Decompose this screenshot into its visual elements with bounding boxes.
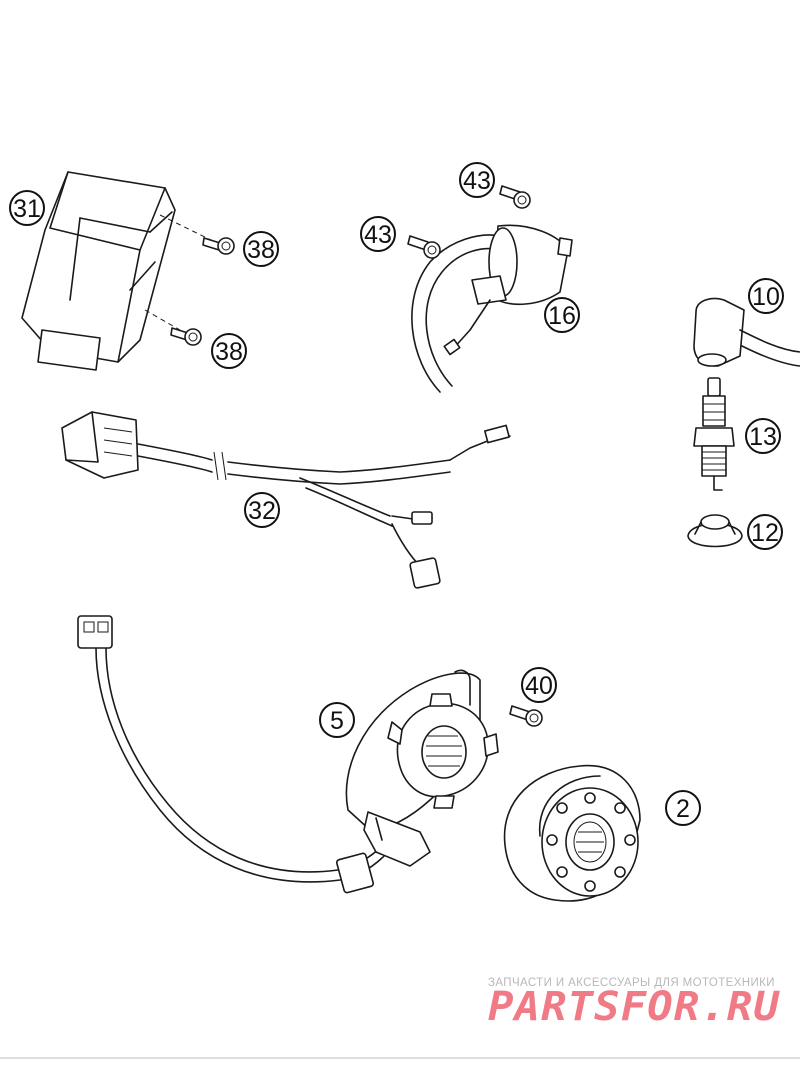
callout-38-upper-label: 38 [247,236,275,264]
callout-31: 31 [9,190,45,226]
part-31-cdi-unit [21,171,216,371]
watermark-logo: PARTSFOR.RU [488,984,780,1030]
callout-10-label: 10 [752,283,780,311]
callout-43-left-label: 43 [364,221,392,249]
callout-13-label: 13 [749,423,777,451]
watermark-tagline: ЗАПЧАСТИ И АКСЕССУАРЫ ДЛЯ МОТОТЕХНИКИ [488,977,775,989]
callout-2: 2 [665,790,701,826]
callout-12: 12 [747,514,783,550]
callout-38-lower-label: 38 [215,338,243,366]
callout-13: 13 [745,418,781,454]
watermark: ЗАПЧАСТИ И АКСЕССУАРЫ ДЛЯ МОТОТЕХНИКИ PA… [488,977,780,1030]
callout-43-left: 43 [360,216,396,252]
callout-43-top: 43 [459,162,495,198]
callout-40: 40 [521,667,557,703]
callout-10: 10 [748,278,784,314]
part-43-screw-top [499,185,531,209]
part-38-screw-lower [170,327,202,346]
part-5-stator [77,615,499,894]
part-10-spark-plug-connector [693,297,800,367]
part-32-wiring-harness [61,411,511,589]
callout-31-label: 31 [13,195,41,223]
callout-32: 32 [244,492,280,528]
callout-38-upper: 38 [243,231,279,267]
part-38-screw-upper [202,237,235,255]
callout-16: 16 [544,297,580,333]
callout-5: 5 [319,702,355,738]
callout-5-label: 5 [330,707,344,735]
part-16-ignition-coil [411,224,573,393]
callout-43-top-label: 43 [463,167,491,195]
part-43-screw-left [407,235,441,259]
part-12-washer [687,514,743,548]
part-13-spark-plug [693,377,735,491]
callout-12-label: 12 [751,519,779,547]
callout-40-label: 40 [525,672,553,700]
callout-32-label: 32 [248,497,276,525]
part-2-flywheel [503,764,641,902]
callout-38-lower: 38 [211,333,247,369]
callout-16-label: 16 [548,302,576,330]
callout-2-label: 2 [676,795,690,823]
part-40-screw [509,705,543,727]
